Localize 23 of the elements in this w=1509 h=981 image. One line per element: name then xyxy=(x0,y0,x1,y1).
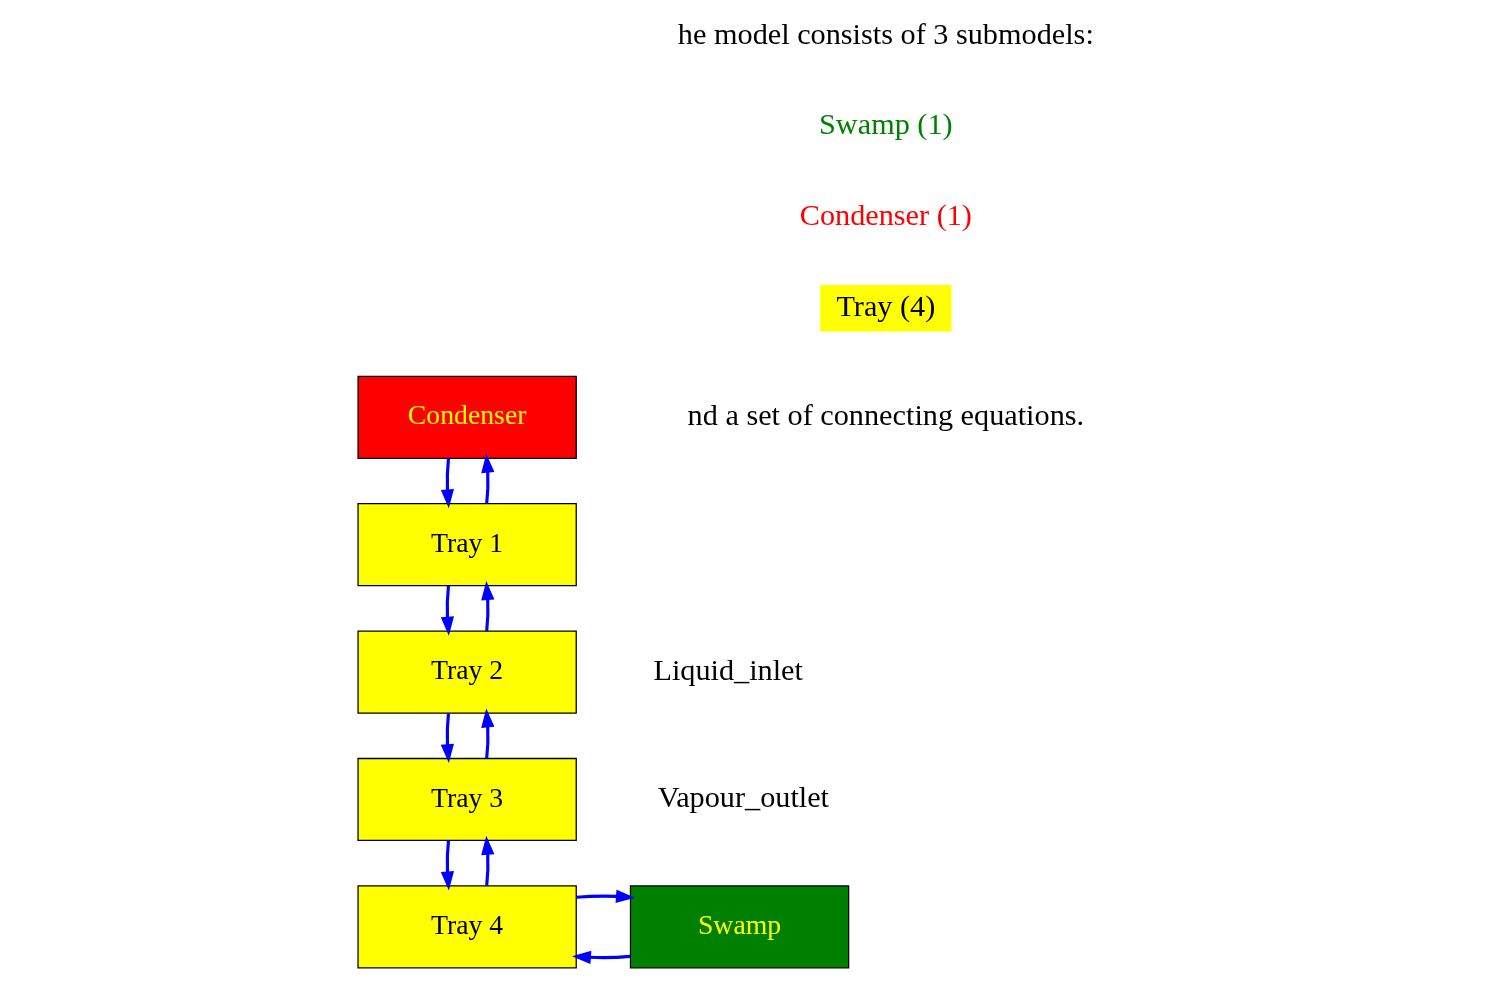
node-box: Tray 4 xyxy=(356,885,577,969)
arrow xyxy=(480,453,494,504)
arrow xyxy=(440,585,454,636)
arrow xyxy=(440,840,454,891)
node-box: Condenser xyxy=(356,375,577,459)
node-box: Swamp xyxy=(629,885,849,969)
node-box: Tray 1 xyxy=(356,503,577,587)
label: Vapour_outlet xyxy=(657,780,829,815)
arrow xyxy=(440,458,454,509)
arrow xyxy=(571,950,630,964)
arrow xyxy=(440,713,454,764)
label: Tray (4) xyxy=(835,289,935,324)
arrow xyxy=(576,889,635,903)
node-box: Tray 2 xyxy=(356,630,577,714)
label: Condenser (1) xyxy=(799,198,972,233)
arrow xyxy=(480,835,494,886)
label: Swamp (1) xyxy=(818,107,953,142)
label: nd a set of connecting equations. xyxy=(687,398,1084,433)
label: he model consists of 3 submodels: xyxy=(677,16,1094,51)
arrow xyxy=(480,581,494,632)
arrow xyxy=(480,708,494,759)
label: Liquid_inlet xyxy=(652,652,803,687)
node-box: Tray 3 xyxy=(356,757,577,842)
